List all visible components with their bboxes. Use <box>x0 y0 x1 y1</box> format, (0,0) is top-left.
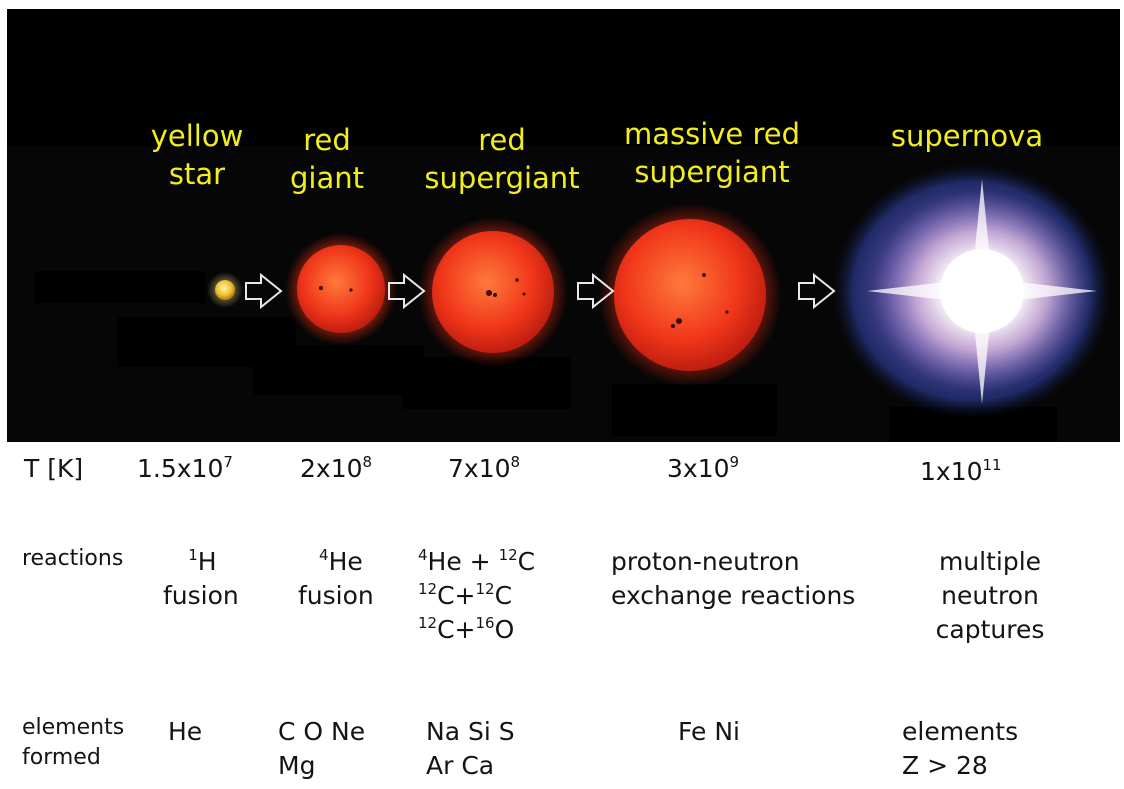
stars-illustration <box>207 163 1112 419</box>
supernova <box>832 163 1112 419</box>
element-line: C O Ne <box>278 717 366 746</box>
stellar-evolution-panel: yellow star red giant red supergiant mas… <box>7 9 1120 442</box>
temperature-label: T [K] <box>24 454 84 483</box>
elements-cell-supernova: elements Z > 28 <box>902 715 1018 783</box>
stage-title-yellow-star: yellow star <box>150 119 244 191</box>
temperature-value: 1.5x107 <box>137 453 233 483</box>
temperature-value: 3x109 <box>667 453 740 483</box>
reaction-line: fusion <box>163 581 239 610</box>
element-line: Mg <box>278 751 316 780</box>
reaction-cell-supernova: multiple neutron captures <box>910 545 1070 647</box>
reaction-line: neutron <box>941 581 1039 610</box>
redaction-box <box>612 384 777 436</box>
reaction-line: 12C+16O <box>418 614 515 644</box>
element-line: Fe Ni <box>678 717 740 746</box>
stage-title-massive-red-supergiant: massive red supergiant <box>623 117 801 189</box>
redaction-box <box>35 271 205 303</box>
element-line: He <box>168 717 203 746</box>
temperature-value: 1x1011 <box>920 456 1002 486</box>
label-line: elements <box>22 715 125 740</box>
arrow-icon <box>798 272 836 310</box>
reaction-line: proton-neutron <box>611 547 800 576</box>
temperature-value: 2x108 <box>300 453 373 483</box>
arrow-icon <box>388 272 426 310</box>
red-supergiant <box>418 217 568 367</box>
reaction-line: fusion <box>298 581 374 610</box>
stage-title-supernova: supernova <box>890 119 1044 153</box>
reaction-line: 4He + 12C <box>418 546 536 576</box>
element-line: Z > 28 <box>902 751 988 780</box>
elements-cell-red-giant: C O Ne Mg <box>278 715 365 783</box>
elements-cell-yellow-star: He <box>168 715 202 749</box>
element-line: Ar Ca <box>426 751 495 780</box>
arrow-icon <box>577 272 615 310</box>
redaction-box <box>254 345 424 395</box>
stage-title-red-supergiant: red supergiant <box>424 123 580 195</box>
label-line: formed <box>22 745 101 770</box>
top-band <box>7 9 1120 146</box>
elements-formed-label: elements formed <box>22 713 124 773</box>
reaction-line: 12C+12C <box>418 580 513 610</box>
elements-cell-red-supergiant: Na Si S Ar Ca <box>426 715 515 783</box>
stage-title-red-giant: red giant <box>290 123 364 195</box>
arrow-icon <box>245 272 283 310</box>
yellow-star <box>207 272 243 308</box>
massive-red-supergiant <box>598 203 782 387</box>
reaction-cell-red-giant: 4He fusion <box>298 545 374 613</box>
reaction-cell-yellow-star: 1H fusion <box>163 545 239 613</box>
reaction-line: 1H <box>188 546 217 576</box>
reactions-label: reactions <box>22 546 124 571</box>
reaction-line: 4He <box>319 546 363 576</box>
reaction-cell-massive-red-supergiant: proton-neutron exchange reactions <box>611 545 855 613</box>
reaction-line: multiple <box>938 547 1042 576</box>
reaction-line: exchange reactions <box>611 581 856 610</box>
red-giant <box>285 233 397 345</box>
element-line: Na Si S <box>426 717 515 746</box>
elements-cell-massive-red-supergiant: Fe Ni <box>678 715 740 749</box>
reaction-cell-red-supergiant: 4He + 12C 12C+12C 12C+16O <box>418 545 535 647</box>
reaction-line: captures <box>935 615 1045 644</box>
temperature-value: 7x108 <box>448 453 521 483</box>
element-line: elements <box>902 717 1019 746</box>
